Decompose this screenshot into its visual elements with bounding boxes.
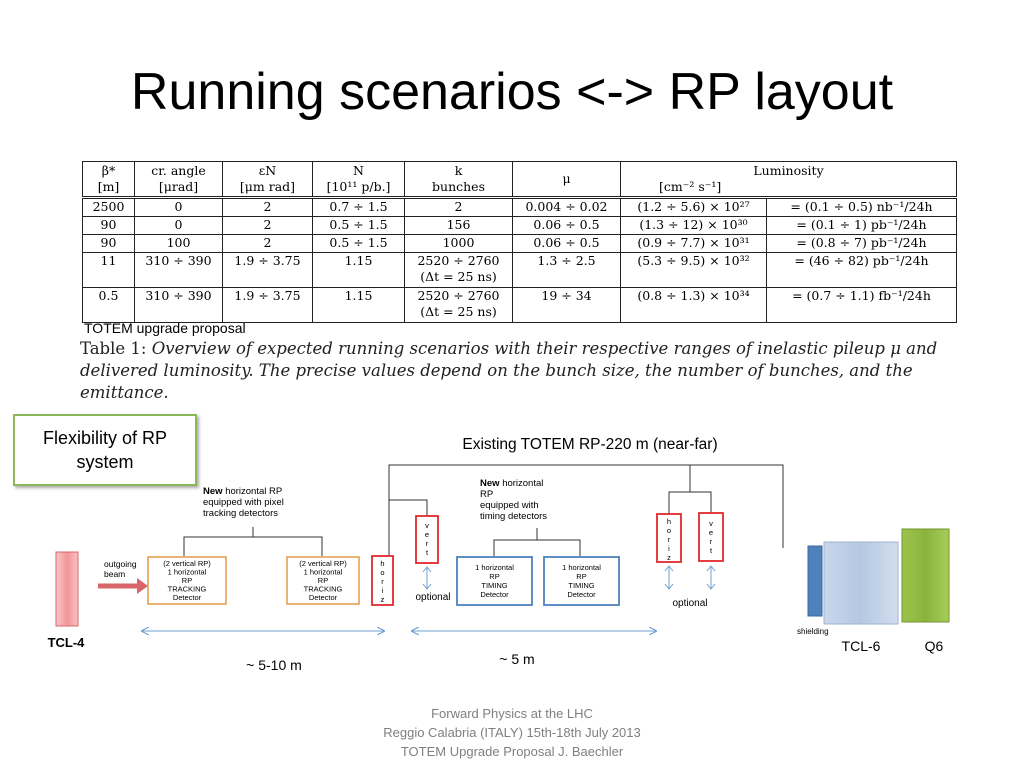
table-cell: 0.5 ÷ 1.5	[312, 216, 405, 235]
table-cell: 90	[82, 216, 135, 235]
scenarios-table-container: β*[m] cr. angle[μrad] εN[μm rad] N[10¹¹ …	[82, 161, 957, 323]
svg-text:horiz: horiz	[667, 517, 671, 562]
table-cell: 2520 ÷ 2760(Δt = 25 ns)	[404, 252, 513, 288]
footer-line-3: TOTEM Upgrade Proposal J. Baechler	[400, 744, 624, 759]
table-cell: (1.2 ÷ 5.6) × 10²⁷	[620, 197, 767, 217]
table-cell: = (0.7 ÷ 1.1) fb⁻¹/24h	[766, 287, 957, 323]
table-cell: 11	[82, 252, 135, 288]
optional-arrows-far	[664, 565, 716, 590]
shielding-label: shielding	[797, 627, 829, 636]
shielding-block	[807, 545, 823, 617]
caption-prefix: Table 1:	[80, 339, 147, 358]
tracking-bracket	[183, 536, 323, 556]
svg-text:vert: vert	[425, 521, 429, 557]
table-cell: = (0.1 ÷ 0.5) nb⁻¹/24h	[766, 197, 957, 217]
footer-line-2: Reggio Calabria (ITALY) 15th-18th July 2…	[383, 725, 641, 740]
table-cell: 2520 ÷ 2760(Δt = 25 ns)	[404, 287, 513, 323]
q6-label: Q6	[925, 638, 944, 654]
header-crossing-angle: cr. angle[μrad]	[134, 161, 223, 198]
existing-rp-label: Existing TOTEM RP-220 m (near-far)	[462, 436, 717, 453]
table-cell: (0.9 ÷ 7.7) × 10³¹	[620, 234, 767, 253]
tcl6-label: TCL-6	[842, 638, 881, 654]
q6-magnet	[901, 528, 950, 623]
header-luminosity: Luminosity[cm⁻² s⁻¹]	[620, 161, 957, 198]
distance-left-label: ~ 5-10 m	[246, 657, 302, 673]
existing-rp-bracket	[388, 464, 784, 556]
optional-label-near: optional	[415, 592, 450, 603]
table-cell: (0.8 ÷ 1.3) × 10³⁴	[620, 287, 767, 323]
table-cell: = (46 ÷ 82) pb⁻¹/24h	[766, 252, 957, 288]
optional-arrow-near	[422, 566, 432, 590]
table-cell: 19 ÷ 34	[512, 287, 621, 323]
caption-text: Overview of expected running scenarios w…	[80, 339, 938, 402]
tcl4-label: TCL-4	[48, 635, 86, 650]
table-cell: = (0.1 ÷ 1) pb⁻¹/24h	[766, 216, 957, 235]
table-header-row: β*[m] cr. angle[μrad] εN[μm rad] N[10¹¹ …	[82, 161, 957, 198]
svg-text:horiz: horiz	[380, 559, 384, 604]
optional-label-far: optional	[672, 598, 707, 609]
header-pileup: μ	[512, 161, 621, 198]
header-emittance: εN[μm rad]	[222, 161, 313, 198]
table-cell: 0.004 ÷ 0.02	[512, 197, 621, 217]
flexibility-callout: Flexibility of RP system	[13, 414, 197, 486]
svg-text:vert: vert	[709, 519, 713, 555]
table-cell: 0.7 ÷ 1.5	[312, 197, 405, 217]
table-cell: 310 ÷ 390	[134, 287, 223, 323]
table-caption: Table 1: Overview of expected running sc…	[80, 338, 960, 404]
slide-title: Running scenarios <-> RP layout	[130, 63, 894, 121]
tcl6-collimator	[823, 541, 899, 625]
slide-footer: Forward Physics at the LHC Reggio Calabr…	[0, 704, 1024, 761]
header-beta: β*[m]	[82, 161, 135, 198]
table-cell: (5.3 ÷ 9.5) × 10³²	[620, 252, 767, 288]
table-label: TOTEM upgrade proposal	[84, 320, 246, 336]
table-cell: 1.9 ÷ 3.75	[222, 287, 313, 323]
distance-right-label: ~ 5 m	[499, 651, 534, 667]
footer-line-1: Forward Physics at the LHC	[431, 706, 593, 721]
header-protons: N[10¹¹ p/b.]	[312, 161, 405, 198]
timing-bracket	[493, 539, 581, 556]
tcl4-collimator	[55, 551, 79, 627]
scenarios-table: β*[m] cr. angle[μrad] εN[μm rad] N[10¹¹ …	[82, 161, 957, 323]
